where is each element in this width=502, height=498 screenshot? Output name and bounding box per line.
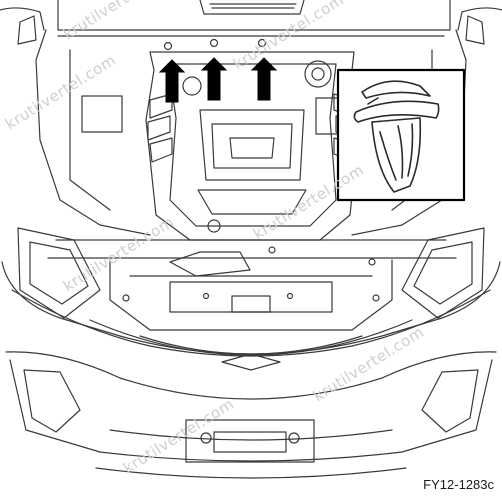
up-arrow-icon [158,57,278,103]
lower-bumper [5,351,497,479]
headlamps [17,227,485,319]
upper-bumper [1,261,501,371]
radiator-support [47,239,457,331]
windshield-cowl [0,0,502,45]
push-clip-icon [353,80,440,193]
figure-code-label: FY12-1283c [421,477,496,492]
